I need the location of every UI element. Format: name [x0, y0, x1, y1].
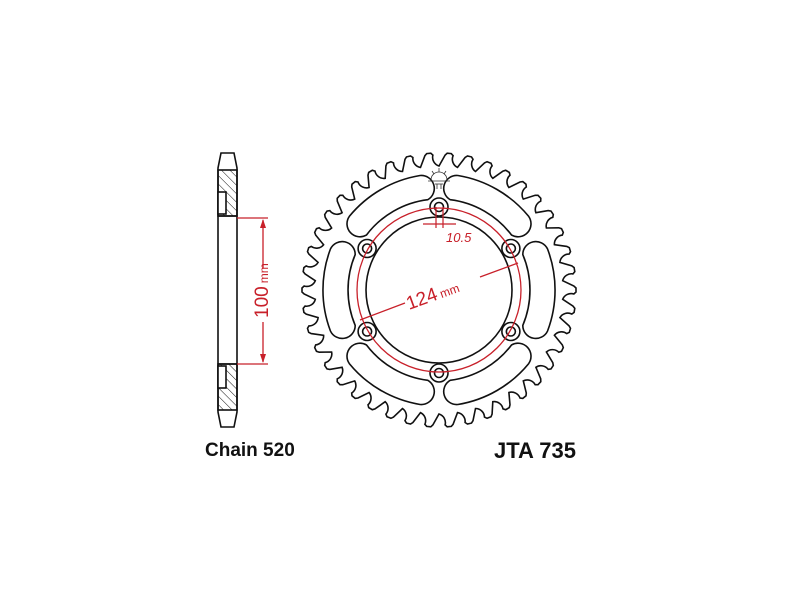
bolt-hole: [501, 321, 521, 342]
lightening-slot: [442, 342, 532, 406]
manufacturer-logo-icon: [428, 168, 450, 189]
sprocket-front-view: [301, 152, 577, 428]
bolt-hole: [433, 367, 445, 379]
center-bore: [365, 216, 513, 364]
hub-height-label: 100mm: [252, 263, 273, 318]
bolt-hole: [361, 243, 373, 254]
lightening-slot: [346, 342, 436, 406]
bolt-circle: [356, 207, 522, 373]
lightening-slot: [346, 174, 436, 238]
lightening-slot: [442, 174, 532, 238]
lightening-slot: [521, 240, 556, 340]
bolt-hole-label: 10.5: [446, 230, 472, 245]
side-profile-view: [217, 152, 238, 428]
bolt-hole: [505, 243, 517, 254]
chain-label: Chain 520: [205, 440, 295, 461]
bolt-hole: [501, 238, 521, 259]
hub-height-dimension: [237, 217, 268, 365]
bolt-hole: [361, 326, 373, 337]
bolt-hole: [429, 363, 449, 383]
bolt-hole: [505, 326, 517, 337]
part-code-label: JTA 735: [494, 438, 576, 463]
lightening-slot: [322, 240, 357, 340]
bolt-hole: [357, 238, 377, 259]
bolt-hole: [429, 197, 449, 217]
bolt-circle-label: 124mm: [404, 276, 463, 314]
bolt-hole-dimension: [423, 207, 456, 228]
sprocket-teeth-outline: [301, 152, 577, 428]
bolt-hole: [357, 321, 377, 342]
bolt-circle-dimension: [359, 262, 519, 321]
